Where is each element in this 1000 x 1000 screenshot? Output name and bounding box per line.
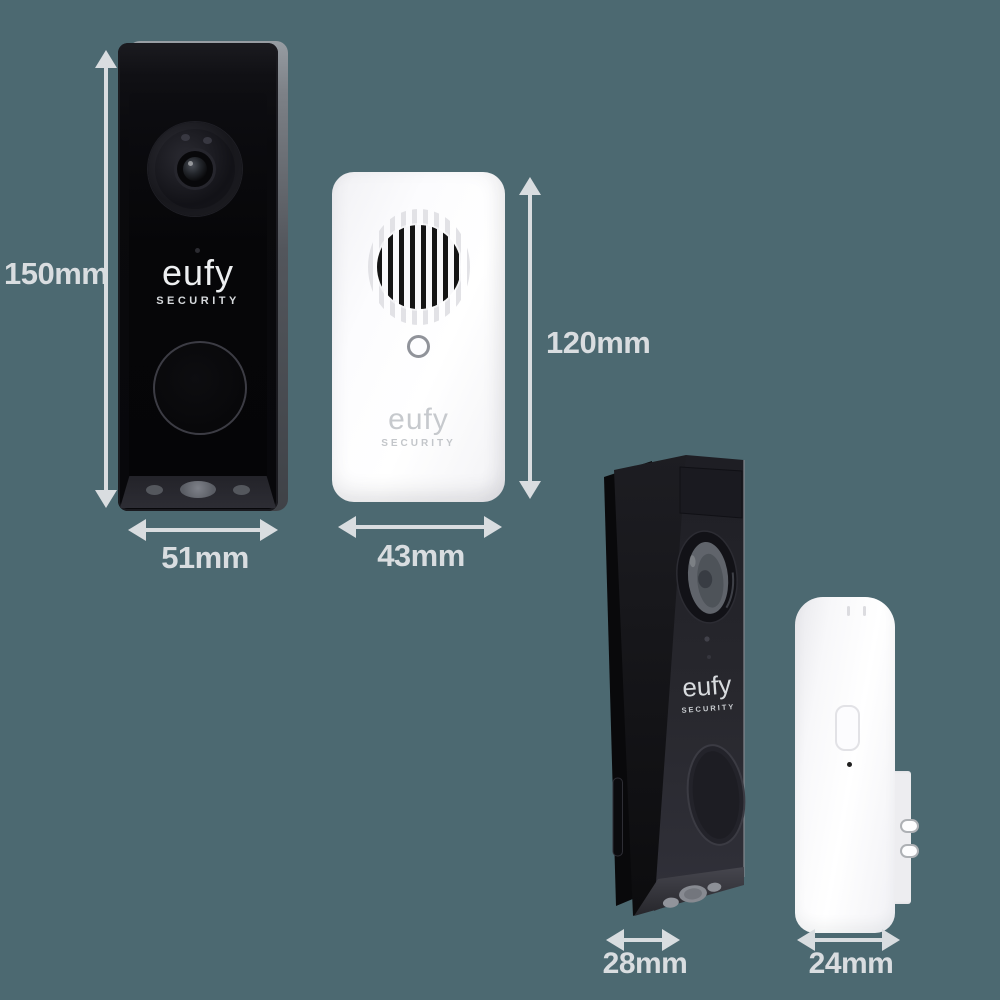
chime-height-label: 120mm bbox=[546, 325, 651, 360]
doorbell-width-arrow bbox=[128, 519, 278, 541]
doorbell-bottom-speaker bbox=[120, 476, 276, 508]
camera-sensor-dot bbox=[203, 137, 212, 144]
chime-speaker-grille bbox=[377, 225, 461, 309]
doorbell-side-button bbox=[686, 744, 746, 846]
doorbell-side-logo: eufy SECURITY bbox=[681, 669, 735, 715]
chime-side-button bbox=[835, 705, 860, 751]
chime-plug-flange bbox=[890, 771, 911, 904]
doorbell-width-label: 51mm bbox=[161, 540, 249, 575]
chime-side-image bbox=[790, 593, 922, 939]
side-speaker-dots bbox=[662, 882, 722, 908]
top-vent-dash bbox=[847, 606, 850, 616]
doorbell-height-label: 150mm bbox=[4, 256, 109, 291]
doorbell-side-image: eufy SECURITY bbox=[604, 455, 746, 916]
chime-plug-pin bbox=[900, 819, 919, 833]
speaker-dot-right bbox=[233, 485, 250, 495]
chime-side-body bbox=[795, 597, 895, 933]
security-wordmark: SECURITY bbox=[156, 295, 240, 307]
camera-lens-ring bbox=[174, 148, 216, 190]
security-wordmark: SECURITY bbox=[681, 702, 735, 715]
chime-button bbox=[407, 335, 430, 358]
side-port-slot bbox=[612, 777, 623, 857]
doorbell-front-logo: eufy SECURITY bbox=[118, 252, 278, 308]
chime-plug-pin bbox=[900, 844, 919, 858]
chime-width-arrow bbox=[338, 516, 502, 538]
security-wordmark: SECURITY bbox=[381, 438, 456, 449]
side-mic-dot bbox=[704, 636, 710, 642]
chime-front-image: eufy SECURITY bbox=[332, 172, 505, 502]
doorbell-mic-dot bbox=[195, 248, 200, 253]
eufy-logo: eufy bbox=[681, 669, 732, 702]
doorbell-face: eufy SECURITY bbox=[118, 43, 278, 511]
doorbell-depth-arrow bbox=[606, 929, 680, 951]
chime-depth-arrow bbox=[797, 929, 900, 951]
chime-side-dot bbox=[847, 762, 852, 767]
chime-width-label: 43mm bbox=[377, 538, 465, 573]
eufy-logo: eufy bbox=[161, 252, 235, 293]
top-vent-dash bbox=[863, 606, 866, 616]
doorbell-side-camera bbox=[676, 530, 738, 624]
chime-front-logo: eufy SECURITY bbox=[332, 403, 505, 450]
speaker-dot-left bbox=[146, 485, 163, 495]
doorbell-depth-label: 28mm bbox=[602, 947, 688, 980]
side-mic-dot bbox=[707, 655, 711, 659]
speaker-oval-center bbox=[180, 481, 216, 498]
doorbell-front-image: eufy SECURITY bbox=[118, 40, 290, 516]
chime-height-arrow bbox=[519, 177, 541, 499]
chime-depth-label: 24mm bbox=[808, 947, 894, 980]
doorbell-button-ring bbox=[153, 341, 247, 435]
doorbell-height-arrow bbox=[95, 50, 117, 508]
doorbell-camera bbox=[148, 122, 242, 216]
eufy-logo: eufy bbox=[388, 403, 449, 436]
camera-sensor-dot bbox=[181, 134, 190, 141]
camera-window-panel bbox=[679, 466, 743, 519]
camera-lens bbox=[183, 157, 207, 181]
